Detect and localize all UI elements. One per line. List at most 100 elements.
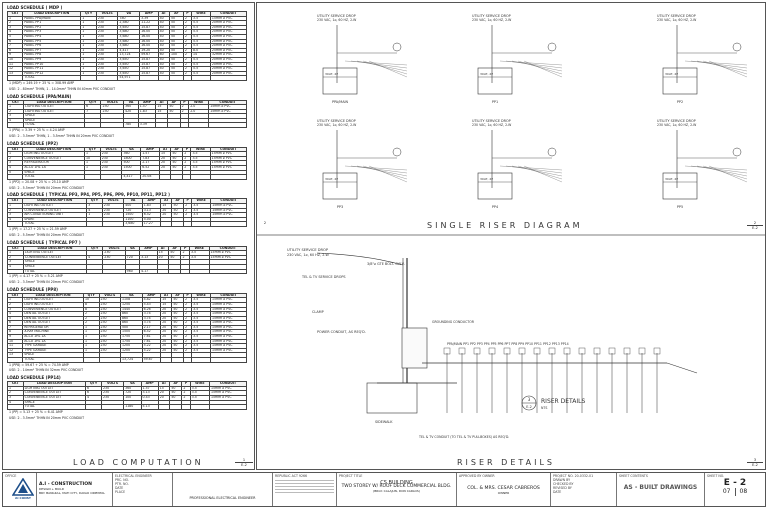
table-cell: [86, 268, 104, 275]
table-cell: TOTAL: [22, 357, 84, 363]
detail-scale: NTS: [541, 406, 547, 410]
schedule-note: 1 (PPA) = 3.39 + 25 % = 4.24 AMP: [9, 128, 65, 133]
schedule-note: 1 (PP8) = 59.67 + 25 % = 74.59 AMP: [9, 362, 69, 367]
utility-spec-label: 230 VAC, 1⌀, 60 HZ, 2-W: [317, 123, 357, 127]
utility-service-label: UTILITY SERVICE DROP: [472, 119, 511, 123]
table-cell: TOTAL: [22, 404, 87, 410]
callout-line: [702, 165, 748, 180]
table-cell: [7, 268, 24, 275]
panel-name-label: PPA/MAIN: [332, 100, 349, 104]
load-computation-ref: 1 E-2: [235, 458, 253, 467]
utility-service-label: UTILITY SERVICE DROP: [657, 119, 696, 123]
table-cell: [7, 404, 24, 410]
table-cell: 20.08: [140, 174, 160, 180]
panel-labels: PPA/MAIN PP1 PP2 PP3 PP4 PP5 PP6 PP7 PP8…: [447, 342, 569, 346]
schedule-title: LOAD SCHEDULE (PP2): [7, 140, 58, 146]
callout-line: [684, 60, 748, 66]
panel-drop-box: [443, 347, 451, 355]
project-address: (BRGY. CALAJUN, DON CARLOS): [373, 489, 420, 493]
utility-service-label: UTILITY SERVICE DROP: [317, 14, 356, 18]
meter-icon: [732, 42, 742, 52]
panel-drop-box: [623, 347, 631, 355]
table-cell: TOTAL: [22, 75, 82, 81]
utility-spec-label: 230 VAC, 1⌀, 60 HZ, 2-W: [472, 18, 512, 22]
ref-number: 3: [753, 458, 757, 462]
callout-line: [517, 165, 563, 180]
table-cell: 13,724: [119, 357, 143, 363]
schedule-note: USE: 2 - 3.5mm² THHN IN 20mm PVC CONDUIT: [9, 415, 85, 420]
breaker-label: 30AT, 2P: [480, 72, 493, 76]
table-cell: [183, 357, 193, 363]
table-cell: [183, 221, 193, 227]
panel-drop-box: [653, 347, 661, 355]
schedule-title: LOAD SCHEDULE (PPA/MAIN): [7, 93, 72, 99]
callout-line: [499, 60, 563, 66]
engineer-role: PROFESSIONAL ELECTRICAL ENGINEER: [189, 496, 256, 500]
schedule-title: LOAD SCHEDULE (PP14): [7, 375, 61, 381]
schedule-note: USE: 2 - 14mm² THHN IN 32mm PVC CONDUIT: [9, 368, 84, 373]
callout-line: [511, 60, 563, 72]
table-cell: 54,971: [117, 75, 141, 81]
table-cell: [180, 268, 190, 275]
table-cell: [155, 122, 169, 129]
table-cell: [100, 122, 125, 129]
engineer-label: ELECTRICAL ENGINEER: [115, 474, 152, 478]
schedule-title: LOAD SCHEDULE ( MDP ): [7, 5, 63, 10]
callout-line: [684, 165, 748, 171]
table-cell: [170, 174, 184, 180]
company-cell: A.I - CONSTRUCTION DESIGN + BUILD BRY. B…: [37, 473, 113, 506]
table-cell: [189, 404, 211, 410]
callout-line: [523, 165, 563, 183]
panel-box: [662, 172, 698, 200]
sheet-no-label: SHEET NO.: [707, 474, 725, 478]
date-label: DATE: [115, 486, 124, 490]
panel-drop-box: [563, 347, 571, 355]
tel-conduit-label: TEL & TV CONDUIT (TO TEL & TV PULLBOXES)…: [418, 435, 509, 439]
utility-service-label: UTILITY SERVICE DROP: [472, 14, 511, 18]
utility-service-label: UTILITY SERVICE DROP: [287, 248, 329, 252]
panel-drop-box: [503, 347, 511, 355]
owner-cell: APPROVED BY OWNER COL. & MRS. CESAR CABR…: [457, 473, 551, 506]
sheet-contents-cell: SHEET CONTENTS AS - BUILT DRAWINGS: [617, 473, 705, 506]
callout-line: [499, 165, 563, 171]
meter-icon: [547, 147, 557, 157]
table-cell: 780: [123, 122, 139, 129]
panel-box: [322, 172, 358, 200]
callout-line: [356, 165, 408, 177]
panel-name-label: PP3: [337, 205, 343, 209]
table-cell: [171, 221, 185, 227]
mdp-box: [401, 327, 428, 369]
callout-line: [362, 60, 408, 75]
logo-text: AI CONST: [15, 496, 31, 500]
table-cell: [168, 75, 184, 81]
sheet-contents-label: SHEET CONTENTS: [619, 474, 648, 478]
place-label: PLACE: [115, 490, 126, 494]
schedule-note: USE: 2 - 5.5mm² THHN IN 20mm PVC CONDUIT: [9, 232, 85, 237]
riser-details-caption: RISER DETAILS: [457, 458, 555, 467]
callout-line: [505, 165, 563, 174]
panel-drop-box: [638, 347, 646, 355]
table-cell: [188, 268, 210, 275]
table-cell: TOTAL: [23, 122, 86, 129]
table-cell: [6, 75, 24, 81]
meter-icon: [392, 147, 402, 157]
panel-drop-box: [458, 347, 466, 355]
detail-ref-number: 3: [528, 397, 531, 402]
meter-icon: [392, 42, 402, 52]
